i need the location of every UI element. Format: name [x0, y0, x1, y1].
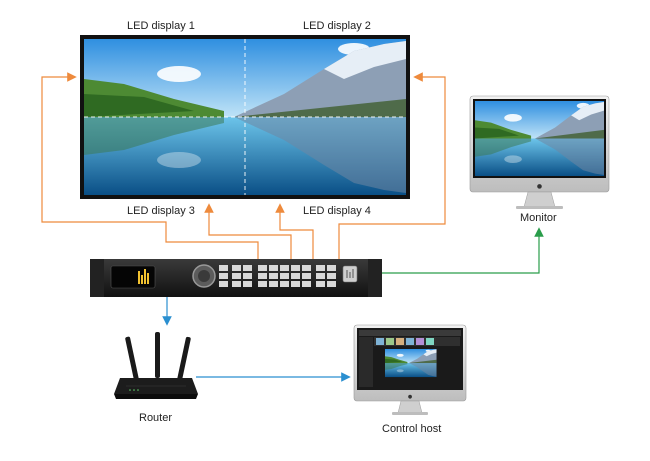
label-led4: LED display 4: [303, 205, 371, 217]
line-to-led3: [204, 203, 292, 259]
video-processor-icon: [90, 259, 382, 297]
svg-text:●: ●: [537, 183, 542, 190]
line-to-led2: [338, 72, 446, 259]
label-led1: LED display 1: [127, 20, 195, 32]
line-to-monitor: [382, 227, 544, 274]
label-control-host: Control host: [382, 423, 442, 435]
label-router: Router: [139, 412, 173, 424]
router-icon: [114, 332, 198, 399]
line-to-led1: [41, 72, 259, 259]
label-led3: LED display 3: [127, 205, 195, 217]
control-host-icon: ●: [353, 324, 467, 415]
label-monitor: Monitor: [520, 212, 557, 224]
svg-text:●: ●: [408, 394, 413, 400]
label-led2: LED display 2: [303, 20, 371, 32]
led-wall: [80, 35, 410, 199]
line-to-led4: [275, 203, 314, 259]
monitor-icon: ●: [469, 95, 610, 209]
orange-connections: [41, 72, 446, 259]
